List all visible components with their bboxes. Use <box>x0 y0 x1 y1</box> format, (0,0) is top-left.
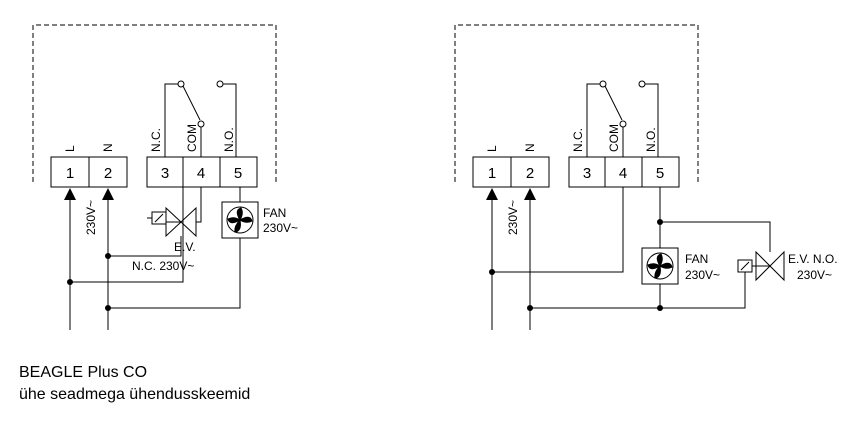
left-fan-voltage: 230V~ <box>263 221 298 235</box>
left-label-nc: N.C. <box>149 128 163 152</box>
left-terminal-4: 4 <box>197 165 205 182</box>
right-fan-name: FAN <box>685 252 708 266</box>
right-label-n: N <box>523 143 537 152</box>
right-label-l: L <box>485 145 499 152</box>
left-label-com: COM <box>185 124 199 152</box>
left-terminal-block-relay <box>146 156 258 188</box>
right-label-nc: N.C. <box>571 128 585 152</box>
right-terminal-2: 2 <box>526 165 534 182</box>
left-label-l: L <box>63 145 77 152</box>
left-valve-spec: N.C. 230V~ <box>132 259 194 273</box>
left-valve-name: E.V. <box>174 240 196 254</box>
right-terminal-1: 1 <box>488 165 496 182</box>
right-fan-voltage: 230V~ <box>685 268 720 282</box>
right-terminal-3: 3 <box>583 165 591 182</box>
left-fan-name: FAN <box>263 206 286 220</box>
left-terminal-5: 5 <box>234 165 242 182</box>
right-label-no: N.O. <box>644 127 658 152</box>
right-terminal-block-relay <box>568 156 680 188</box>
caption: BEAGLE Plus CO ühe seadmega ühendusskeem… <box>19 362 250 406</box>
left-terminal-2: 2 <box>104 165 112 182</box>
right-valve-spec: 230V~ <box>797 268 832 282</box>
left-label-no: N.O. <box>222 127 236 152</box>
right-terminal-labels: L N N.C. COM N.O. <box>485 124 658 152</box>
right-label-com: COM <box>607 124 621 152</box>
right-terminal-4: 4 <box>619 165 627 182</box>
left-supply-voltage: 230V~ <box>84 200 98 235</box>
left-diagram <box>32 24 277 330</box>
left-label-n: N <box>101 143 115 152</box>
caption-title: BEAGLE Plus CO <box>19 364 148 381</box>
left-terminal-numbers: 1 2 3 4 5 <box>66 165 242 182</box>
caption-subtitle: ühe seadmega ühendusskeemid <box>19 386 251 403</box>
left-terminal-labels: L N N.C. COM N.O. <box>63 124 236 152</box>
right-terminal-numbers: 1 2 3 4 5 <box>488 165 664 182</box>
right-terminal-5: 5 <box>656 165 664 182</box>
right-diagram <box>454 24 785 330</box>
right-valve-name: E.V. N.O. <box>788 252 838 266</box>
left-terminal-3: 3 <box>161 165 169 182</box>
left-terminal-1: 1 <box>66 165 74 182</box>
right-supply-voltage: 230V~ <box>506 200 520 235</box>
